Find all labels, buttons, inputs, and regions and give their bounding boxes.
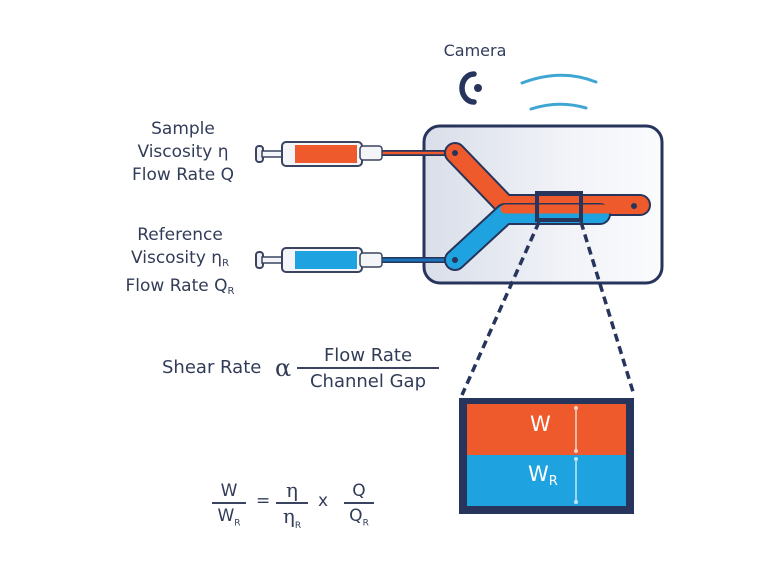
fraction-bar: [344, 502, 374, 504]
fraction-bar: [276, 502, 308, 504]
reference-flow-rate: Flow Rate QR: [100, 275, 260, 303]
sample-flow-rate: Flow Rate Q: [132, 165, 234, 185]
reference-viscosity: Viscosity ηR: [100, 247, 260, 275]
shear-numerator: Flow Rate: [323, 345, 413, 366]
width-ref-text: W: [217, 505, 235, 526]
width-reference-subscript: R: [548, 474, 558, 489]
viscosity-ref-text: η: [282, 503, 295, 528]
viscosity-numerator: η: [286, 478, 298, 502]
reference-syringe: [255, 247, 383, 273]
sample-viscosity: Viscosity η: [137, 142, 229, 162]
width-ratio-fraction: W WR: [212, 480, 246, 535]
shear-rate-fraction: Flow Rate Channel Gap: [297, 345, 439, 395]
zoomed-channel-view: [459, 398, 634, 514]
reference-viscosity-subscript: R: [222, 258, 230, 269]
width-numerator: W: [220, 481, 238, 501]
flow-ratio-fraction: Q QR: [344, 480, 374, 535]
flow-denominator: QR: [344, 504, 374, 535]
reference-label: Reference Viscosity ηR Flow Rate QR: [100, 224, 260, 303]
reference-channel: [444, 203, 643, 271]
shear-rate-lhs: Shear Rate: [162, 357, 262, 378]
camera-label: Camera: [443, 41, 507, 60]
flow-ref-text: Q: [349, 505, 363, 526]
equals-sign: =: [256, 491, 271, 511]
projection-lines: [460, 221, 636, 396]
fraction-bar: [297, 367, 439, 369]
proportional-symbol: α: [275, 354, 292, 382]
sample-title: Sample: [151, 119, 215, 139]
viscosity-denominator: ηR: [276, 504, 308, 538]
times-sign: x: [318, 491, 329, 511]
camera-icon: [459, 71, 482, 105]
observation-window: [535, 191, 583, 222]
shear-denominator: Channel Gap: [309, 370, 427, 392]
width-ref-subscript: R: [234, 517, 241, 528]
sample-label: Sample Viscosity η Flow Rate Q: [108, 118, 258, 187]
reference-viscosity-text: Viscosity η: [130, 248, 223, 268]
reference-title: Reference: [137, 225, 223, 245]
sample-syringe: [255, 141, 383, 167]
viscosity-ratio-fraction: η ηR: [276, 478, 308, 538]
width-reference-text: W: [528, 462, 549, 486]
width-denominator: WR: [212, 504, 246, 535]
reference-flow-rate-text: Flow Rate Q: [125, 276, 228, 296]
reference-flow-rate-subscript: R: [227, 286, 235, 297]
flow-ref-subscript: R: [362, 517, 369, 528]
width-sample-label: W: [530, 412, 551, 436]
viscosity-ref-subscript: R: [294, 520, 302, 531]
flow-numerator: Q: [352, 481, 366, 501]
fraction-bar: [212, 502, 246, 504]
width-reference-label: WR: [528, 462, 558, 489]
